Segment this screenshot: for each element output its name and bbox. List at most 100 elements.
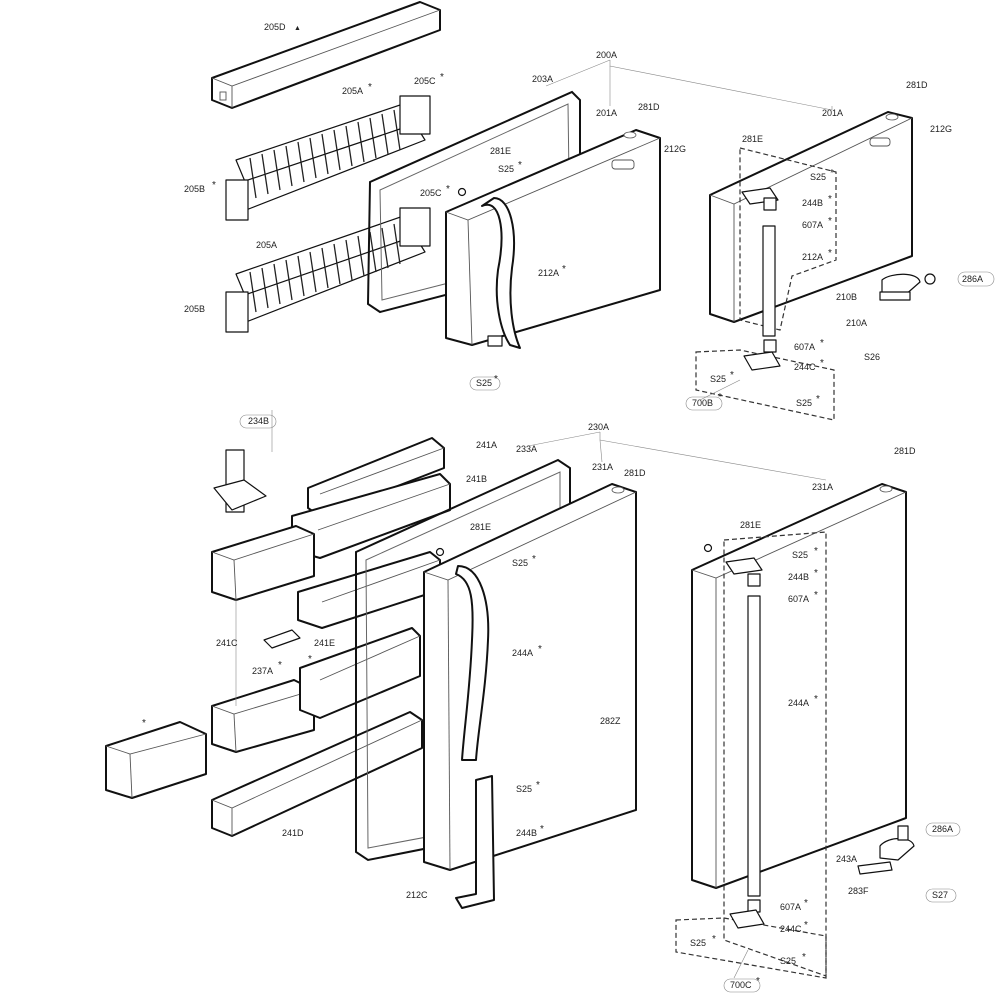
label-S25-i: S25 bbox=[690, 938, 706, 948]
star-700B: * bbox=[718, 392, 722, 403]
label-244C-bottom-right: 244C bbox=[780, 924, 802, 934]
star-241E: * bbox=[308, 654, 312, 665]
label-700C: 700C bbox=[730, 980, 752, 990]
star-607A-right-2: * bbox=[820, 338, 824, 349]
star-S25-a: * bbox=[518, 160, 522, 171]
part-205D-bar bbox=[211, 1, 441, 109]
label-S26: S26 bbox=[864, 352, 880, 362]
label-212A-left: 212A bbox=[538, 268, 559, 278]
label-S27: S27 bbox=[932, 890, 948, 900]
label-244A-bottom-right: 244A bbox=[788, 698, 809, 708]
label-607A-bottom-right: 607A bbox=[788, 594, 809, 604]
star-607A-right: * bbox=[828, 216, 832, 227]
label-capsules bbox=[239, 271, 995, 993]
label-230A: 230A bbox=[588, 422, 609, 432]
star-S25-g: * bbox=[536, 780, 540, 791]
label-244B-right: 244B bbox=[802, 198, 823, 208]
label-205C-top: 205C bbox=[414, 76, 436, 86]
part-small-bin bbox=[105, 721, 207, 799]
part-231A-door-bottom-right bbox=[691, 483, 907, 889]
label-282Z: 282Z bbox=[600, 716, 621, 726]
star-212A-left: * bbox=[562, 264, 566, 275]
label-S25-j: S25 bbox=[780, 956, 796, 966]
part-241D-bar bbox=[211, 711, 423, 837]
label-S25-f: S25 bbox=[512, 558, 528, 568]
star-205C-mid: * bbox=[446, 184, 450, 195]
star-244A-bottom-right: * bbox=[814, 694, 818, 705]
part-201A-door-top-left bbox=[445, 129, 661, 346]
label-S25-a: S25 bbox=[498, 164, 514, 174]
label-S25-c: S25 bbox=[810, 172, 826, 182]
part-241A-bin bbox=[307, 437, 445, 517]
label-607A-right: 607A bbox=[802, 220, 823, 230]
star-700C: * bbox=[756, 976, 760, 987]
label-212A-right: 212A bbox=[802, 252, 823, 262]
label-286A-top: 286A bbox=[962, 274, 983, 284]
star-607A-bottom-right: * bbox=[814, 590, 818, 601]
star-S25-e: * bbox=[816, 394, 820, 405]
label-283F: 283F bbox=[848, 886, 869, 896]
star-S25-b: * bbox=[494, 374, 498, 385]
label-201A-left: 201A bbox=[596, 108, 617, 118]
star-237A: * bbox=[278, 660, 282, 671]
label-281E-left: 281E bbox=[490, 146, 511, 156]
star-244C-bottom-right: * bbox=[804, 920, 808, 931]
star-244B-bottom-right: * bbox=[814, 568, 818, 579]
star-205B-top: * bbox=[212, 180, 216, 191]
label-244C-right: 244C bbox=[794, 362, 816, 372]
star-205C-top: * bbox=[440, 72, 444, 83]
star-S25-c: * bbox=[830, 168, 834, 179]
label-S25-b: S25 bbox=[476, 378, 492, 388]
label-607A-bottom-right-2: 607A bbox=[780, 902, 801, 912]
part-hinge-assembly-bottom bbox=[675, 531, 915, 979]
label-241D: 241D bbox=[282, 828, 304, 838]
label-231A-left: 231A bbox=[592, 462, 613, 472]
label-200A: 200A bbox=[596, 50, 617, 60]
label-S25-h: S25 bbox=[792, 550, 808, 560]
label-203A: 203A bbox=[532, 74, 553, 84]
label-S25-d: S25 bbox=[710, 374, 726, 384]
label-241A: 241A bbox=[476, 440, 497, 450]
label-205A-bot: 205A bbox=[256, 240, 277, 250]
star-S25-i: * bbox=[712, 934, 716, 945]
symbol-triangle: ▲ bbox=[294, 25, 301, 32]
label-281E-bottom-left: 281E bbox=[470, 522, 491, 532]
label-241C: 241C bbox=[216, 638, 238, 648]
label-607A-right-2: 607A bbox=[794, 342, 815, 352]
label-212C: 212C bbox=[406, 890, 428, 900]
part-244A-handle-bottom bbox=[435, 547, 490, 761]
label-281D-right: 281D bbox=[906, 80, 928, 90]
label-205C-mid: 205C bbox=[420, 188, 442, 198]
label-281E-bottom-right: 281E bbox=[740, 520, 761, 530]
star-205A-top: * bbox=[368, 82, 372, 93]
label-281D-left: 281D bbox=[638, 102, 660, 112]
label-233A: 233A bbox=[516, 444, 537, 454]
label-S25-g: S25 bbox=[516, 784, 532, 794]
star-S25-f: * bbox=[532, 554, 536, 565]
label-237A: 237A bbox=[252, 666, 273, 676]
label-205D: 205D bbox=[264, 22, 286, 32]
label-210A: 210A bbox=[846, 318, 867, 328]
label-205B-top: 205B bbox=[184, 184, 205, 194]
star-S25-j: * bbox=[802, 952, 806, 963]
star-244B-right: * bbox=[828, 194, 832, 205]
part-237A-clip bbox=[263, 629, 301, 649]
part-201A-door-top-right bbox=[709, 111, 913, 323]
part-241C-bin-upper bbox=[211, 525, 315, 601]
part-231A-door-bottom-left bbox=[423, 483, 637, 871]
label-244B-bottom-right: 244B bbox=[788, 572, 809, 582]
label-210B: 210B bbox=[836, 292, 857, 302]
label-205A-top: 205A bbox=[342, 86, 363, 96]
label-201A-right: 201A bbox=[822, 108, 843, 118]
part-205A-wire-basket-bottom bbox=[225, 207, 431, 333]
label-281D-bottom-right: 281D bbox=[894, 446, 916, 456]
label-212G-left: 212G bbox=[664, 144, 686, 154]
label-281E-right: 281E bbox=[742, 134, 763, 144]
star-S25-h: * bbox=[814, 546, 818, 557]
label-205B-bot: 205B bbox=[184, 304, 205, 314]
star-607A-bottom-right-2: * bbox=[804, 898, 808, 909]
part-bin-mid-1 bbox=[297, 551, 441, 629]
label-S25-e: S25 bbox=[796, 398, 812, 408]
label-700B: 700B bbox=[692, 398, 713, 408]
